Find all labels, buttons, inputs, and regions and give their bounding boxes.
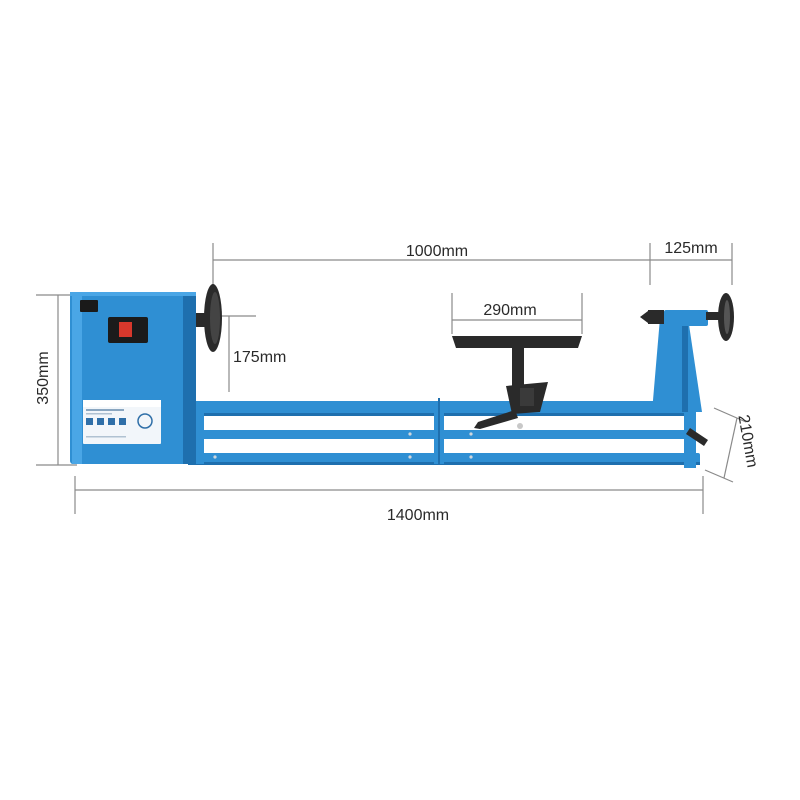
overall-length-label: 1400mm <box>387 507 449 524</box>
center-height-label: 175mm <box>233 349 286 366</box>
faceplate <box>196 284 222 352</box>
tailstock-depth-label: 125mm <box>664 240 717 257</box>
wood-lathe-illustration <box>70 284 734 468</box>
tailstock <box>640 293 734 446</box>
headstock <box>70 292 196 464</box>
toolrest-width-label: 290mm <box>483 302 536 319</box>
bed-frame <box>188 398 700 468</box>
overall-height-label: 350mm <box>35 351 52 404</box>
tool-rest <box>452 336 582 429</box>
dimension-labels: 1000mm 125mm 290mm 175mm 350mm 1400mm 21… <box>35 240 760 524</box>
overall-width-label: 210mm <box>734 413 760 469</box>
bed-length-label: 1000mm <box>406 243 468 260</box>
dimension-lines <box>36 243 747 514</box>
